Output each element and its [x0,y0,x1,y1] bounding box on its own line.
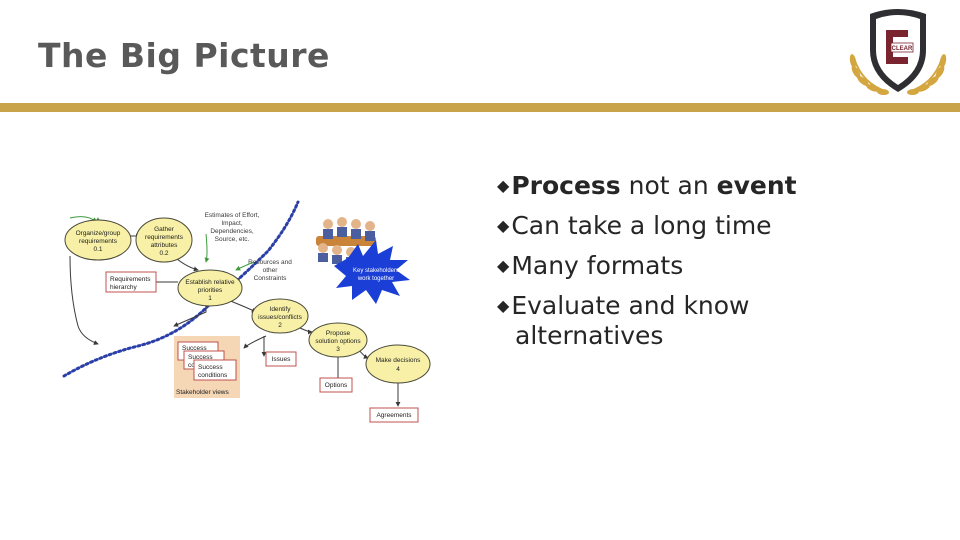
svg-text:solution options: solution options [315,338,361,345]
estimates-label-3: Dependencies, [210,228,254,235]
svg-text:Identify: Identify [270,306,292,313]
svg-text:Organize/group: Organize/group [76,230,121,237]
logo-text: CLEAR [892,46,913,52]
svg-text:Options: Options [325,382,348,389]
laurel-left-icon [849,54,889,96]
svg-text:0.2: 0.2 [159,250,168,257]
svg-text:Agreements: Agreements [376,412,412,419]
node-identify: Identify issues/conflicts 2 [251,298,309,334]
node-propose: Propose solution options 3 [308,322,368,358]
svg-text:requirements: requirements [145,234,184,241]
svg-text:Propose: Propose [326,330,351,337]
resources-label-3: Constraints [254,275,288,282]
node-establish: Establish relative priorities 1 [177,269,243,307]
stakeholders-meeting-icon [316,217,376,266]
svg-text:requirements: requirements [79,238,118,245]
burst-line-2: work together [357,276,394,282]
svg-text:Success: Success [198,364,223,371]
burst-line-1: Key stakeholders [353,268,399,274]
diamond-bullet-icon: ◆ [497,216,510,235]
clear-shield-logo: CLEAR [849,9,947,96]
page-title: The Big Picture [38,36,330,75]
bullet-list: ◆Process not an event ◆Can take a long t… [497,166,797,351]
resources-label-1: Resources and [248,259,292,266]
svg-text:conditions: conditions [198,372,228,379]
c-emblem-icon [886,30,908,64]
svg-text:Gather: Gather [154,226,175,233]
agreements-box: Agreements [369,407,419,423]
svg-text:priorities: priorities [198,287,223,294]
svg-text:Stakeholder views: Stakeholder views [176,389,229,396]
stakeholder-views-panel: Success Success co Success conditions St… [174,336,240,398]
requirements-process-diagram: Key stakeholders work together Estimates… [62,200,431,423]
svg-text:Make decisions: Make decisions [376,357,422,364]
svg-text:3: 3 [336,346,340,353]
node-decide: Make decisions 4 [365,344,431,384]
bullet-item-process: ◆Process not an event [497,171,797,200]
diamond-bullet-icon: ◆ [497,296,510,315]
node-gather: Gather requirements attributes 0.2 [135,217,193,263]
diamond-bullet-icon: ◆ [497,256,510,275]
options-box: Options [319,377,353,393]
svg-text:Requirements: Requirements [110,276,151,283]
svg-text:Success: Success [188,354,213,361]
resources-label-2: other [263,267,279,274]
svg-text:Success: Success [182,345,207,352]
diamond-bullet-icon: ◆ [497,176,510,195]
svg-text:Issues: Issues [272,356,292,363]
svg-text:2: 2 [278,322,282,329]
title-underline-bar [0,103,960,112]
estimates-label-1: Estimates of Effort, [205,212,260,219]
key-stakeholders-burst [334,240,410,304]
bullet-item-formats: ◆Many formats [497,251,684,280]
svg-text:0.1: 0.1 [93,246,102,253]
svg-text:co: co [188,362,195,369]
svg-text:4: 4 [396,366,400,373]
svg-text:attributes: attributes [151,242,178,249]
svg-text:Establish relative: Establish relative [185,279,235,286]
svg-text:hierarchy: hierarchy [110,284,137,291]
svg-text:issues/conflicts: issues/conflicts [258,314,302,321]
svg-text:1: 1 [208,295,212,302]
estimates-label-4: Source, etc. [215,236,250,243]
node-organize: Organize/group requirements 0.1 [64,219,132,261]
requirements-hierarchy-box: Requirements hierarchy [105,271,157,293]
issues-box: Issues [265,351,297,367]
estimates-label-2: Impact, [221,220,243,227]
bullet-item-long-time: ◆Can take a long time [497,211,772,240]
laurel-right-icon [907,54,947,96]
